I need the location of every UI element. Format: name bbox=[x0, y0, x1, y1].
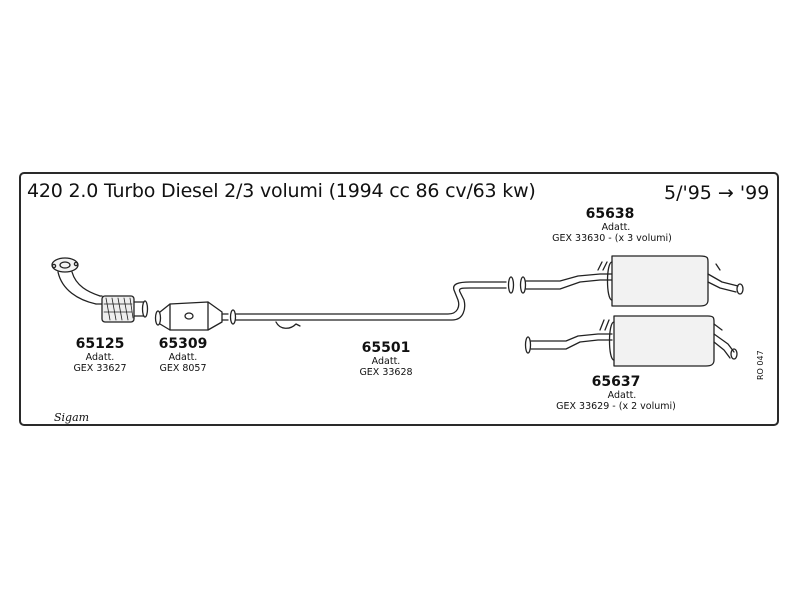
part-note-catalyst: Adatt. bbox=[168, 352, 198, 363]
part-ref-catalyst: GEX 8057 bbox=[159, 363, 207, 374]
part-note-intermediate-pipe: Adatt. bbox=[371, 356, 401, 367]
part-note-rear-silencer-upper: Adatt. bbox=[601, 222, 631, 233]
intermediate-pipe-part bbox=[229, 276, 515, 329]
catalyst-part bbox=[154, 301, 229, 331]
part-code-rear-silencer-lower: 65637 bbox=[591, 374, 641, 390]
part-ref-front-pipe: GEX 33627 bbox=[73, 363, 127, 374]
part-ref-rear-silencer-lower: GEX 33629 - (x 2 volumi) bbox=[556, 401, 676, 412]
front-pipe-part bbox=[51, 257, 149, 323]
model-title: 420 2.0 Turbo Diesel 2/3 volumi (1994 cc… bbox=[27, 180, 536, 202]
part-code-intermediate-pipe: 65501 bbox=[361, 340, 411, 356]
part-note-rear-silencer-lower: Adatt. bbox=[607, 390, 637, 401]
part-ref-rear-silencer-upper: GEX 33630 - (x 3 volumi) bbox=[552, 233, 672, 244]
sheet-reference: RO 047 bbox=[756, 350, 765, 380]
rear-silencer-2-door-part bbox=[524, 315, 738, 367]
brand-logo: Sigam bbox=[54, 411, 90, 424]
part-code-front-pipe: 65125 bbox=[75, 336, 125, 352]
production-period: 5/'95 → '99 bbox=[664, 182, 770, 204]
part-code-catalyst: 65309 bbox=[158, 336, 208, 352]
part-note-front-pipe: Adatt. bbox=[85, 352, 115, 363]
rear-silencer-3-door-part bbox=[519, 255, 744, 307]
part-code-rear-silencer-upper: 65638 bbox=[585, 206, 635, 222]
part-ref-intermediate-pipe: GEX 33628 bbox=[359, 367, 413, 378]
